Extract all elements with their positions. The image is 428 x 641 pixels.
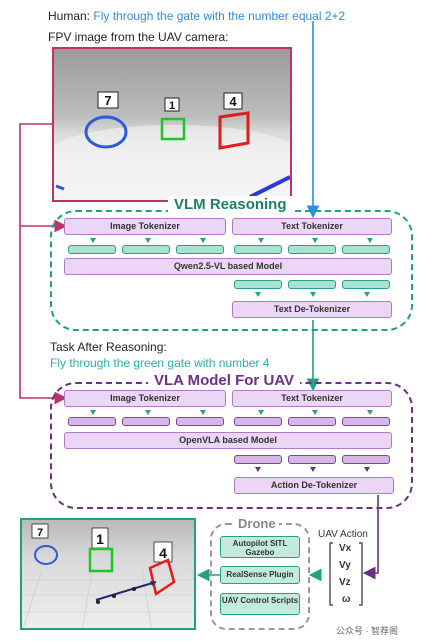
token-bar <box>234 280 282 289</box>
sim-green-gate <box>88 547 114 573</box>
fpv-number-1: 1 <box>169 100 175 112</box>
detokenizer-to-action-arrow <box>362 495 379 580</box>
fpv-to-vla-tokenizer-arrow <box>19 226 68 405</box>
token-bar <box>122 245 170 254</box>
sim-number-1: 1 <box>96 531 104 547</box>
fpv-number-7: 7 <box>104 93 111 108</box>
human-label: Human: <box>48 9 94 23</box>
token-bar <box>288 455 336 464</box>
token-bar <box>288 417 336 426</box>
sim-red-gate <box>148 558 176 597</box>
action-vector-brackets <box>329 542 363 606</box>
fpv-blue-gate <box>84 115 128 149</box>
task-text: Fly through the green gate with number 4 <box>50 356 270 370</box>
human-instruction-line: Human: Fly through the gate with the num… <box>48 9 345 23</box>
fpv-number-4: 4 <box>229 94 237 109</box>
drone-title: Drone <box>235 516 279 531</box>
vla-model: OpenVLA based Model <box>64 432 392 449</box>
vla-image-tokenizer: Image Tokenizer <box>64 390 226 407</box>
token-bar <box>342 455 390 464</box>
realsense-plugin: RealSense Plugin <box>220 566 300 584</box>
autopilot-sitl-gazebo: Autopilot SITL Gazebo <box>220 536 300 558</box>
sim-blue-gate <box>34 545 58 565</box>
vlm-text-detokenizer: Text De-Tokenizer <box>232 301 392 318</box>
token-bar <box>342 280 390 289</box>
vlm-image-tokenizer: Image Tokenizer <box>64 218 226 235</box>
token-bar <box>234 417 282 426</box>
token-bar <box>68 417 116 426</box>
vla-action-detokenizer: Action De-Tokenizer <box>234 477 394 494</box>
vla-title: VLA Model For UAV <box>148 372 300 389</box>
token-bar <box>122 417 170 426</box>
token-bar <box>342 417 390 426</box>
uav-action-label: UAV Action <box>318 529 368 540</box>
token-bar <box>68 245 116 254</box>
vlm-text-tokenizer: Text Tokenizer <box>232 218 392 235</box>
sim-number-4: 4 <box>159 545 167 561</box>
sim-number-7: 7 <box>37 527 43 539</box>
token-bar <box>288 280 336 289</box>
fpv-green-gate <box>160 117 186 141</box>
action-vy: Vy <box>339 560 351 571</box>
token-bar <box>176 245 224 254</box>
uav-control-scripts: UAV Control Scripts <box>220 593 300 615</box>
simulation-view: 7 1 4 <box>20 518 196 630</box>
fpv-label: FPV image from the UAV camera: <box>48 30 229 44</box>
fpv-red-gate <box>218 111 250 150</box>
task-label: Task After Reasoning: <box>50 340 167 354</box>
fpv-to-tokenizer-arrow <box>19 123 68 233</box>
vla-text-tokenizer: Text Tokenizer <box>232 390 392 407</box>
token-bar <box>176 417 224 426</box>
token-bar <box>288 245 336 254</box>
fpv-image: 7 1 4 <box>52 47 292 202</box>
action-vz: Vz <box>339 577 351 588</box>
action-vx: Vx <box>339 543 352 554</box>
token-bar <box>234 245 282 254</box>
human-instruction: Fly through the gate with the number equ… <box>93 9 346 23</box>
sim-trajectory <box>95 581 157 601</box>
vlm-model: Qwen2.5-VL based Model <box>64 258 392 275</box>
watermark: 公众号 · 智荐阁 <box>336 626 398 636</box>
vlm-title: VLM Reasoning <box>168 196 293 213</box>
action-omega: ω <box>342 594 351 605</box>
token-bar <box>342 245 390 254</box>
token-bar <box>234 455 282 464</box>
